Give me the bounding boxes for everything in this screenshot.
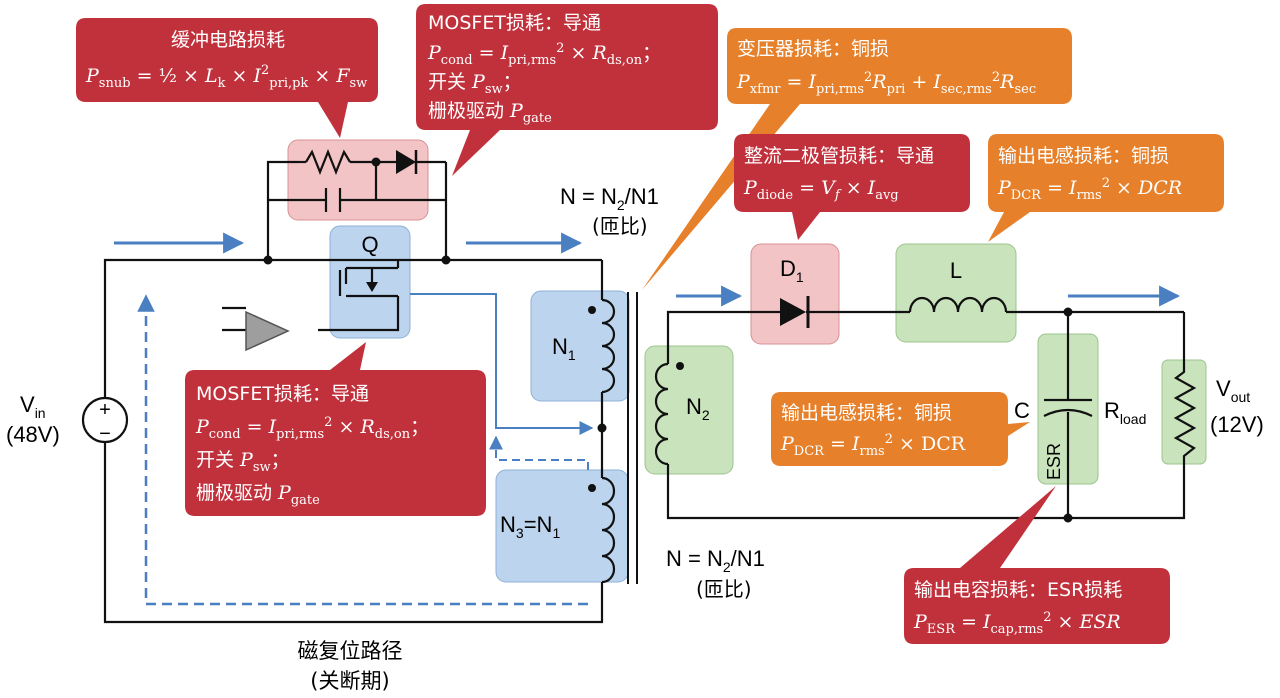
n1-dot	[588, 306, 596, 314]
junction-dot	[263, 255, 273, 265]
d1-block	[750, 243, 840, 345]
reset-path-arrow	[489, 435, 589, 470]
vin-minus: −	[99, 423, 111, 445]
callout-mosfet-top-switch: 开关 Psw；	[428, 71, 522, 97]
callout-inductor-mid-title: 输出电感损耗：铜损	[781, 402, 952, 424]
vout-value: (12V)	[1210, 412, 1264, 437]
vout-label: Vout	[1216, 376, 1250, 405]
callout-capacitor: 输出电容损耗：ESR损耗 PESR = Icap,rms2 × ESR	[904, 486, 1170, 644]
callout-mosfet-top-title: MOSFET损耗：导通	[428, 12, 601, 34]
esr-label: ESR	[1044, 443, 1064, 480]
callout-inductor-mid: 输出电感损耗：铜损 PDCR = Irms2 × DCR	[771, 392, 1030, 466]
callout-mosfet-bottom: MOSFET损耗：导通 Pcond = Ipri,rms2 × Rds,on； …	[185, 342, 486, 516]
callout-snubber: 缓冲电路损耗 Psnub = ½ × Lk × I2pri,pk × Fsw	[76, 18, 378, 138]
c-label: C	[1014, 398, 1030, 423]
rload-block	[1161, 359, 1207, 465]
junction-dot	[1063, 307, 1073, 317]
l-label: L	[950, 258, 962, 283]
n2-winding	[654, 362, 669, 466]
transformer-core	[627, 292, 638, 584]
callout-diode-title: 整流二极管损耗：导通	[744, 145, 934, 167]
inductor-coil	[908, 296, 1008, 313]
callout-snubber-title: 缓冲电路损耗	[171, 29, 285, 51]
primary-current-path	[410, 293, 594, 435]
junction-dot	[441, 255, 451, 265]
callout-mosfet-bottom-gate: 栅极驱动 Pgate	[196, 482, 320, 508]
callout-transformer-title: 变压器损耗：铜损	[737, 38, 889, 60]
snubber-diode	[396, 150, 416, 174]
q-label: Q	[361, 232, 378, 257]
n2-label: N2	[686, 394, 710, 423]
n3-label: N3=N1	[500, 512, 560, 541]
turns-ratio-bottom: N = N2/N1	[666, 546, 765, 575]
callout-transformer: 变压器损耗：铜损 Pxfmr = Ipri,rms2Rpri + Isec,rm…	[642, 28, 1072, 290]
junction-dot	[1063, 513, 1073, 523]
turns-ratio-note-bottom: (匝比)	[696, 577, 752, 601]
gate-driver	[245, 310, 290, 352]
vin-source	[81, 396, 129, 444]
inductor-block	[895, 243, 1017, 343]
rload-label: Rload	[1104, 398, 1146, 427]
n2-block	[644, 345, 734, 475]
callout-snubber-formula: Psnub = ½ × Lk × I2pri,pk × Fsw	[85, 63, 367, 91]
current-arrows	[114, 232, 1181, 307]
callout-inductor-top: 输出电感损耗：铜损 PDCR = Irms2 × DCR	[988, 134, 1224, 242]
callout-diode-formula: Pdiode = Vf × Iavg	[743, 177, 899, 203]
junction-dot	[371, 157, 381, 167]
d1-label: D1	[780, 256, 804, 285]
vin-value: (48V)	[6, 422, 60, 447]
callout-mosfet-bottom-switch: 开关 Psw；	[196, 449, 290, 475]
snubber-block	[287, 139, 429, 221]
junction-dot	[597, 423, 607, 433]
n3-winding	[601, 476, 616, 584]
primary-wiring	[103, 149, 604, 624]
callout-diode: 整流二极管损耗：导通 Pdiode = Vf × Iavg	[734, 134, 970, 240]
callout-mosfet-top: MOSFET损耗：导通 Pcond = Ipri,rms2 × Rds,on； …	[416, 4, 718, 176]
callout-mosfet-bottom-title: MOSFET损耗：导通	[196, 383, 369, 405]
callout-transformer-formula: Pxfmr = Ipri,rms2Rpri + Isec,rms2Rsec	[736, 70, 1036, 97]
n1-label: N1	[552, 334, 576, 363]
callout-capacitor-title: 输出电容损耗：ESR损耗	[914, 579, 1122, 601]
vin-plus: +	[99, 399, 111, 421]
turns-ratio-top: N = N2/N1	[560, 184, 659, 213]
n1-winding	[601, 298, 616, 394]
turns-ratio-note-top: (匝比)	[592, 214, 648, 238]
d1-diode	[780, 298, 806, 326]
reset-path-note: (关断期)	[310, 669, 389, 693]
n2-dot	[676, 362, 684, 370]
reset-path-label: 磁复位路径	[298, 639, 403, 663]
vin-label: Vin	[20, 392, 46, 421]
secondary-wiring	[666, 310, 1197, 520]
n3-dot	[588, 484, 596, 492]
reset-path-return	[137, 294, 588, 606]
callout-inductor-top-title: 输出电感损耗：铜损	[998, 145, 1169, 167]
